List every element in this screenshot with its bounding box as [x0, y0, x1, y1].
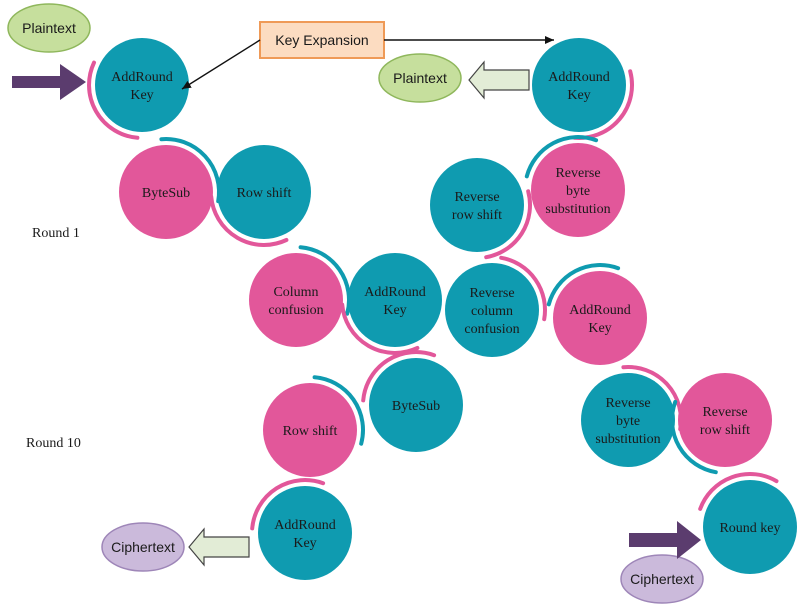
enc-rowshift-10-label: Row shift [283, 424, 338, 439]
ciphertext-bottom-right-ellipse [620, 554, 704, 604]
enc-column-confusion-label-line: confusion [268, 303, 323, 318]
dec-reverse-column-confusion-label-line: confusion [464, 322, 519, 337]
plaintext-top-left-ellipse [7, 3, 91, 53]
enc-rowshift-1-label: Row shift [237, 186, 292, 201]
enc-bytesub-10-connector-arc [361, 350, 437, 403]
dec-reverse-byte-sub-1-label: Reverse byte substitution [545, 166, 610, 217]
dec-addroundkey-mid-label-line: Key [588, 321, 611, 336]
enc-rowshift-10-label-line: Row shift [283, 424, 338, 439]
plaintext-top-right-label: Plaintext [393, 70, 447, 86]
dec-reverse-byte-sub-1-label-line: substitution [545, 202, 610, 217]
dec-reverse-byte-sub-2-label-line: substitution [595, 432, 660, 447]
dec-addroundkey-top-label-line: AddRound [548, 70, 609, 85]
dec-reverse-column-confusion-label-line: Reverse [469, 286, 514, 301]
round-1-label: Round 1 [32, 226, 80, 241]
plaintext-top-left-label-line: Plaintext [22, 20, 76, 36]
dec-reverse-byte-sub-2-circle [581, 373, 675, 467]
enc-addroundkey-final-label-line: Key [293, 536, 316, 551]
enc-bytesub-1-label-line: ByteSub [142, 186, 190, 201]
enc-rowshift-1-label-line: Row shift [237, 186, 292, 201]
output-arrow-plaintext [468, 60, 530, 100]
ciphertext-bottom-right-label: Ciphertext [630, 571, 694, 587]
key-expansion-label-line: Key Expansion [275, 32, 368, 48]
dec-reverse-column-confusion-connector-arc [499, 255, 547, 322]
enc-addroundkey-2-label-line: AddRound [364, 285, 425, 300]
key-expansion-label: Key Expansion [275, 32, 368, 48]
output-arrow-ciphertext [188, 527, 250, 567]
dec-reverse-row-shift-1-label-line: Reverse [454, 190, 499, 205]
dec-reverse-column-confusion-circle [445, 263, 539, 357]
enc-bytesub-10-label-line: ByteSub [392, 399, 440, 414]
terminal-shapes [7, 3, 704, 604]
process-circles [95, 38, 797, 580]
enc-bytesub-10-circle [369, 358, 463, 452]
enc-addroundkey-1-label-line: AddRound [111, 70, 172, 85]
enc-bytesub-10-label: ByteSub [392, 399, 440, 414]
dec-reverse-row-shift-1-connector-arc [484, 189, 532, 260]
enc-rowshift-1-circle [217, 145, 311, 239]
enc-addroundkey-2-label-line: Key [383, 303, 406, 318]
dec-reverse-row-shift-2-circle [678, 373, 772, 467]
dec-reverse-row-shift-1-label-line: row shift [452, 208, 502, 223]
enc-addroundkey-final-connector-arc [250, 478, 326, 531]
plaintext-top-left-label: Plaintext [22, 20, 76, 36]
enc-addroundkey-2-circle [348, 253, 442, 347]
dec-round-key-label: Round key [719, 521, 780, 536]
dec-round-key-connector-arc [698, 472, 779, 511]
dec-reverse-row-shift-2-label: Reverse row shift [700, 405, 750, 438]
enc-rowshift-1-connector-arc [209, 194, 289, 247]
dec-round-key-label-line: Round key [719, 521, 780, 536]
ciphertext-bottom-right-label-line: Ciphertext [630, 571, 694, 587]
ciphertext-bottom-left-ellipse [101, 522, 185, 572]
plaintext-top-right-label-line: Plaintext [393, 70, 447, 86]
dec-reverse-byte-sub-1-circle [531, 143, 625, 237]
dec-reverse-row-shift-1-label: Reverse row shift [452, 190, 502, 223]
dec-reverse-row-shift-1-circle [430, 158, 524, 252]
enc-addroundkey-final-circle [258, 486, 352, 580]
dec-reverse-byte-sub-1-label-line: byte [566, 184, 590, 199]
enc-addroundkey-1-connector-arc [87, 60, 140, 140]
dec-addroundkey-mid-circle [553, 271, 647, 365]
enc-addroundkey-final-label-line: AddRound [274, 518, 335, 533]
dec-reverse-byte-sub-1-label-line: Reverse [555, 166, 600, 181]
key-expansion-arrow-left [181, 39, 261, 90]
dec-reverse-row-shift-2-label-line: row shift [700, 423, 750, 438]
dec-reverse-byte-sub-2-label: Reverse byte substitution [595, 396, 660, 447]
enc-column-confusion-label: Column confusion [268, 285, 323, 318]
input-arrow-right [629, 521, 701, 559]
enc-bytesub-1-label: ByteSub [142, 186, 190, 201]
input-arrow-left [12, 64, 86, 100]
enc-addroundkey-1-label-line: Key [130, 88, 153, 103]
enc-rowshift-10-connector-arc [312, 375, 365, 446]
dec-addroundkey-top-label-line: Key [567, 88, 590, 103]
ciphertext-bottom-left-label-line: Ciphertext [111, 539, 175, 555]
enc-addroundkey-1-circle [95, 38, 189, 132]
enc-rowshift-10-circle [263, 383, 357, 477]
dec-round-key-circle [703, 480, 797, 574]
dec-reverse-byte-sub-2-label-line: byte [616, 414, 640, 429]
dec-reverse-column-confusion-label: Reverse column confusion [464, 286, 519, 337]
plaintext-top-right-ellipse [378, 53, 462, 103]
dec-reverse-byte-sub-1-connector-arc [524, 135, 599, 179]
dec-addroundkey-mid-connector-arc [546, 263, 621, 307]
round-10-label: Round 10 [26, 436, 81, 451]
dec-reverse-row-shift-2-label-line: Reverse [702, 405, 747, 420]
ciphertext-bottom-left-label: Ciphertext [111, 539, 175, 555]
enc-column-confusion-label-line: Column [273, 285, 318, 300]
dec-addroundkey-top-circle [532, 38, 626, 132]
dec-reverse-column-confusion-label-line: column [471, 304, 513, 319]
dec-addroundkey-mid-label-line: AddRound [569, 303, 630, 318]
dec-reverse-byte-sub-2-label-line: Reverse [605, 396, 650, 411]
enc-column-confusion-circle [249, 253, 343, 347]
enc-bytesub-1-circle [119, 145, 213, 239]
